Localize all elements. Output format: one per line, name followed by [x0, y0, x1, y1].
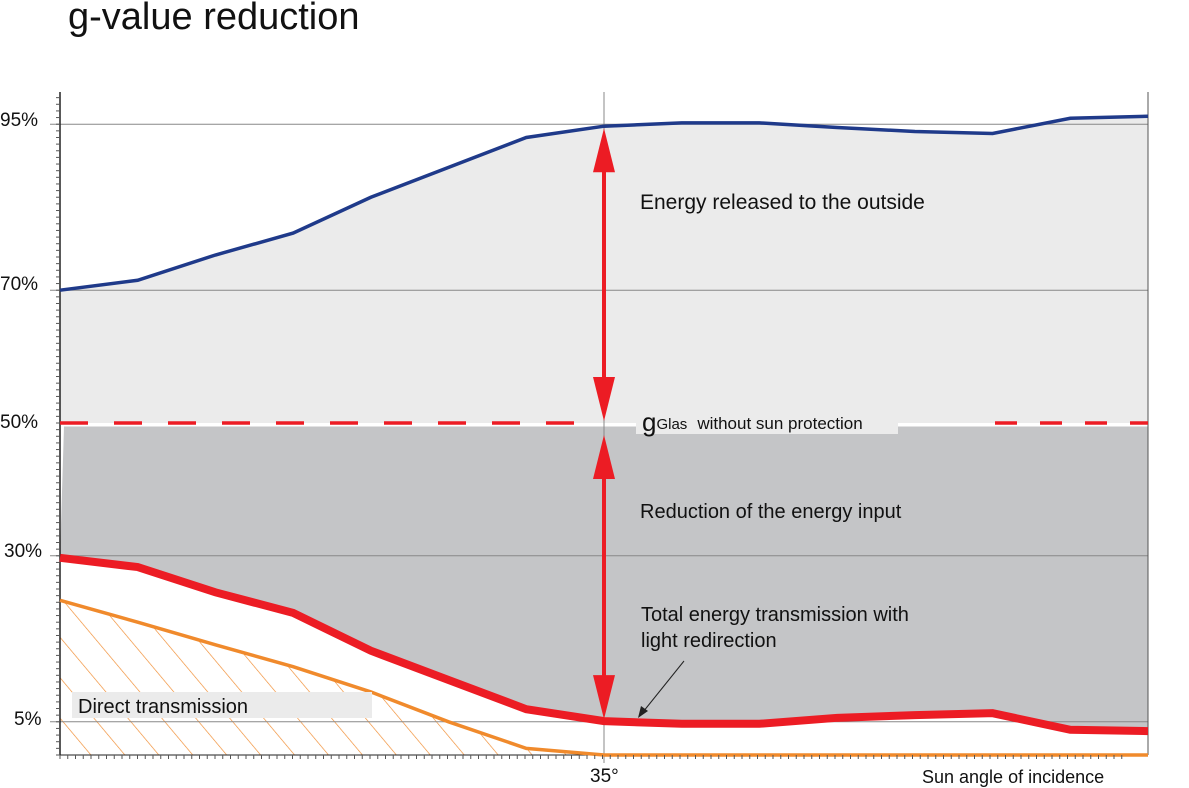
reduction-arrow-head-down	[593, 675, 615, 720]
series-upper-boundary	[59, 114, 1149, 292]
y-tick-label: 70%	[0, 274, 38, 295]
annotation-reduction: Reduction of the energy input	[640, 501, 902, 523]
y-tick-label: 30%	[4, 541, 42, 562]
released-arrow-head-up	[593, 128, 615, 173]
reduction-arrow-head-up	[593, 435, 615, 479]
x-axis-label: Sun angle of incidence	[922, 767, 1104, 787]
series-total-transmission	[59, 553, 1149, 736]
x-tick-label: 35°	[590, 766, 619, 787]
annotation-total-2: light redirection	[641, 630, 777, 652]
direct-label-bg	[72, 692, 372, 718]
y-tick-label: 50%	[0, 412, 38, 433]
released-arrow-head-down	[593, 377, 615, 421]
annotation-released: Energy released to the outside	[640, 191, 925, 214]
pointer-arrow	[642, 660, 685, 713]
y-tick-label: 5%	[14, 709, 42, 730]
chart-title: g-value reduction	[68, 0, 360, 38]
pointer-arrowhead	[638, 706, 648, 718]
y-tick-label: 95%	[0, 110, 38, 131]
annotation-total-1: Total energy transmission with	[641, 604, 909, 626]
annotation-direct: Direct transmission	[78, 696, 248, 718]
gglas-label-bg	[636, 408, 898, 434]
